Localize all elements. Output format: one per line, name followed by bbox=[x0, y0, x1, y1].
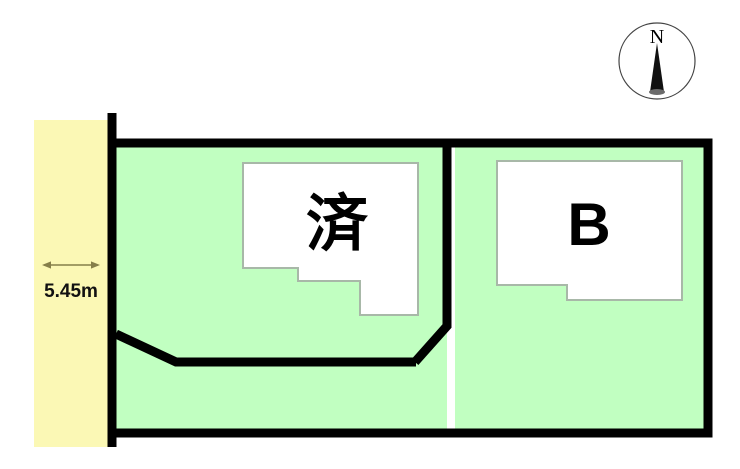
lot-divider-boundary bbox=[411, 146, 452, 365]
lot-b-label: B bbox=[567, 191, 610, 258]
building-a-footprint bbox=[242, 162, 419, 316]
frontage-road-area bbox=[34, 120, 108, 447]
dimension-arrow-left-icon bbox=[42, 261, 51, 269]
compass-north-label: N bbox=[650, 26, 664, 48]
road-width-dimension: 5.45m bbox=[42, 261, 100, 302]
compass-needle-icon bbox=[650, 43, 664, 92]
road-width-label: 5.45m bbox=[44, 281, 98, 302]
lot-a-label: 済 bbox=[306, 187, 369, 260]
compass-needle-base-icon bbox=[649, 89, 665, 95]
compass-rose: N bbox=[618, 22, 696, 100]
lot-a-south-boundary bbox=[114, 329, 416, 367]
dimension-arrow-right-icon bbox=[91, 261, 100, 269]
lot-a-lower-land-area bbox=[116, 327, 447, 433]
site-outer-boundary bbox=[112, 138, 713, 438]
building-b-footprint bbox=[496, 160, 683, 301]
